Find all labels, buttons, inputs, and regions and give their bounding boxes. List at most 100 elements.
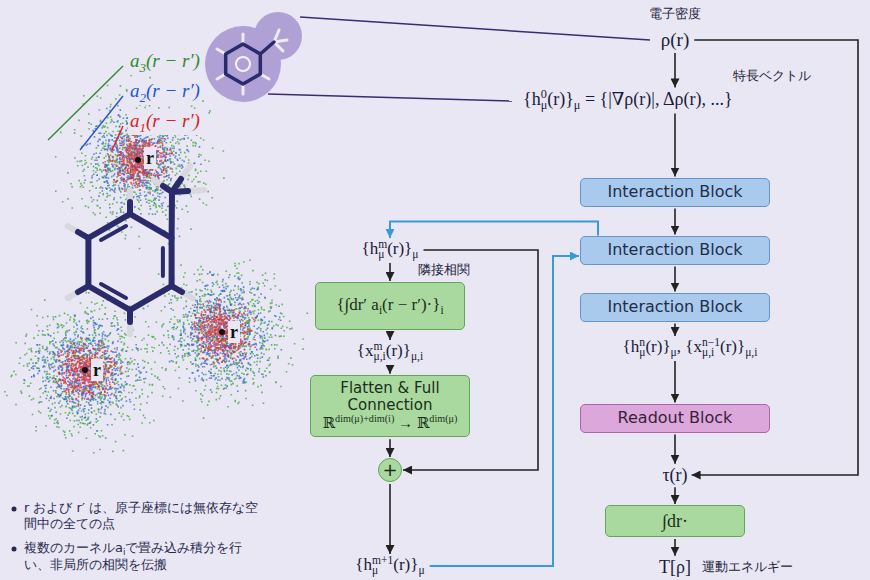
text-run: (r − r′) [146,110,200,131]
node-text: Interaction Block [607,298,742,316]
node-text: {∫dr′ ai(r − r′)·}i [336,295,443,317]
text-run: (r − r′)·} [382,295,440,314]
flow-arrow [389,332,391,340]
text-run: r [146,148,154,168]
node-text: {xmμ,i(r)}μ,i [357,341,423,363]
zoom-lines [268,17,650,101]
text-run: μ,i [702,347,714,359]
point-label: r [228,321,240,344]
text-run: μ [541,99,548,111]
node-text: ℝdim(μ)+dim(i) → ℝdim(μ) [323,414,458,432]
text-run: = {|∇ρ(r)|, Δρ(r), ...} [580,89,732,109]
text-run: dim(μ) [429,414,457,424]
section-caption: 特長ベクトル [733,68,811,84]
molecule [68,166,204,334]
text-run: μ,i [373,351,385,363]
text-run: (r)} [393,555,418,574]
node-text: Flatten & Full Connection [321,380,459,415]
output-formula: {hm+1μ(r)}μ [352,555,427,577]
node-text: {hnμ(r)}μ, {xn−1μ,i(r)}μ,i [623,337,758,359]
text-run: 2 [140,92,146,105]
node-text: T[ρ] [659,557,691,578]
kinetic-density-formula: τ(r) [659,465,690,486]
text-run: ρ(r) [661,29,689,50]
text-run: i [440,305,443,317]
text-run: (r)} [645,337,670,356]
text-run: dim(μ)+dim(i) [335,414,394,424]
section-caption: 隣接相関 [418,262,470,278]
text-run: a [130,110,140,131]
text-run: (r − r′) [146,80,200,101]
flow-arrow [389,263,391,281]
kernel-label: a1(r − r′) [128,109,202,134]
bullets [12,507,17,552]
correlation-formula: {xmμ,i(r)}μ,i [354,341,426,363]
input-formula: {hmμ(r)}μ [358,239,421,261]
sum-circle: + [378,458,402,482]
note-text: 複数のカーネルaiで畳み込み積分を行い、非局所の相関を伝搬 [24,540,264,573]
node-text: {h0μ(r)}μ = {|∇ρ(r)|, Δρ(r), ...} [523,88,733,111]
text-run: ∫dr· [662,511,688,531]
convolution-box: {∫dr′ ai(r − r′)·}i [315,282,465,330]
kernel-label: a2(r − r′) [128,79,202,104]
dense-layer-box: Flatten & Full Connectionℝdim(μ)+dim(i) … [310,375,470,437]
node-text: {hmμ(r)}μ [361,239,418,261]
node-text: + [382,460,397,481]
text-run: a [130,50,140,71]
text-run: i [123,548,125,557]
node-text: τ(r) [662,465,687,486]
text-run: {h [523,89,541,109]
text-run: 3 [140,62,146,75]
interaction-block: Interaction Block [580,293,770,322]
state-formula: {hnμ(r)}μ, {xn−1μ,i(r)}μ,i [620,337,761,359]
small-molecule [217,30,287,94]
density-blob [205,12,302,102]
text-run: μ [671,347,677,359]
flow-arrow [674,114,676,177]
text-run: μ [378,249,384,261]
flow-arrow [389,484,391,554]
point-label: r [144,147,156,170]
point-label: r [91,359,103,382]
text-run: {h [623,337,640,356]
leader-line [48,66,123,140]
readout-block: Readout Block [580,404,770,433]
text-run: (r − r′) [146,50,200,71]
node-text: {hm+1μ(r)}μ [355,555,424,577]
kernel-dots [51,127,256,405]
flow-arrow [674,435,676,464]
node-text: Interaction Block [607,241,742,259]
flow-arrow [674,487,676,504]
text-run: Readout Block [618,408,733,427]
text-run: 複数のカーネルa [24,540,123,555]
text-run: Interaction Block [607,297,742,316]
flow-arrow [674,53,676,87]
node-text: ∫dr· [662,511,688,532]
section-caption: 運動エネルギー [702,559,793,575]
integral-box: ∫dr· [605,505,745,537]
text-run: μ [372,565,378,577]
leader-line [80,96,123,150]
text-run: r [93,360,101,380]
node-text: Readout Block [618,409,733,427]
text-run: 1 [140,122,146,135]
text-run: Interaction Block [607,240,742,259]
flow-arrow [674,361,676,403]
text-run: μ [418,565,424,577]
text-run: (r)} [547,89,574,109]
leader-lines [48,66,123,150]
text-run: {h [361,239,378,258]
section-caption: 電子密度 [649,6,701,22]
text-run: a [130,80,140,101]
text-run: τ(r) [662,465,687,485]
text-run: → ℝ [394,415,429,431]
text-run: i [379,305,382,317]
text-run: {h [355,555,372,574]
leader-line [112,126,123,150]
feedback-arrow [390,222,598,239]
kernel-dots [23,100,282,432]
text-run: {∫dr′ a [336,295,379,314]
interaction-block: Interaction Block [580,178,770,207]
text-run: Flatten & Full Connection [340,379,439,414]
flow-arrow [674,324,676,337]
